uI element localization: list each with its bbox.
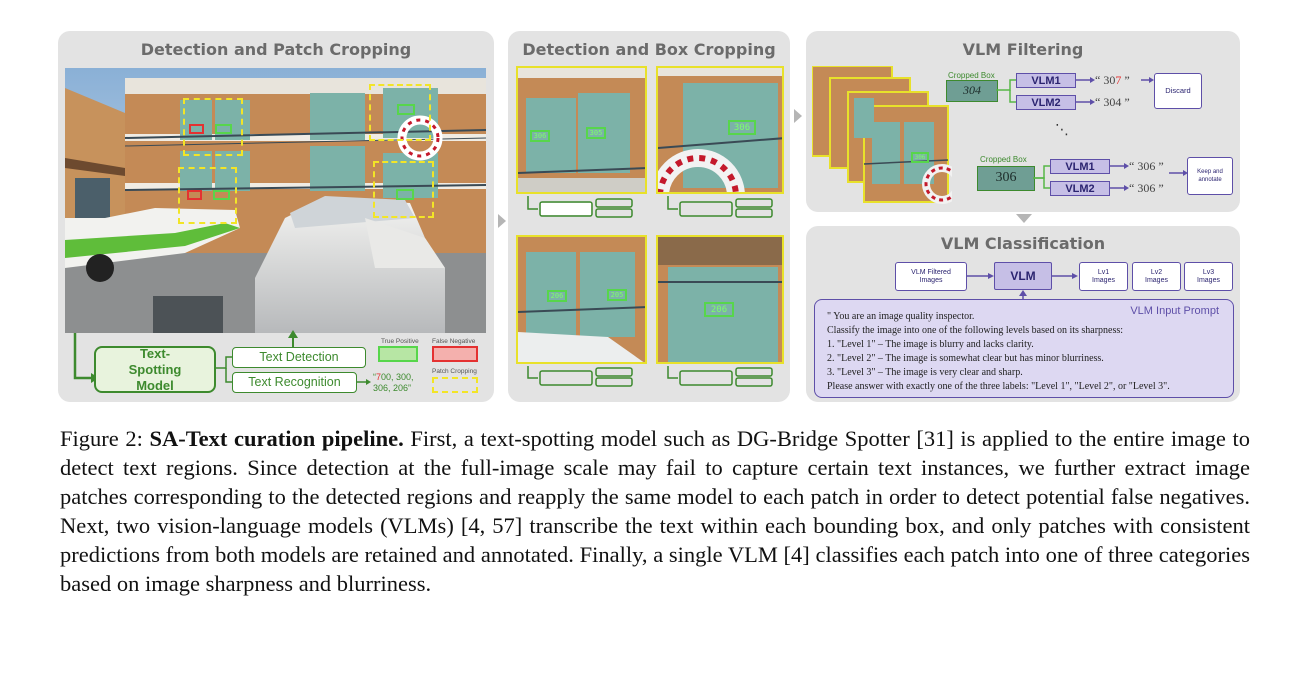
patch-crop-illustration	[658, 68, 784, 194]
prediction-text: “ 30	[1095, 73, 1115, 87]
patch-crop-image	[516, 235, 647, 364]
prompt-line: 3. "Level 3" – The image is very clear a…	[827, 366, 1221, 380]
panel-title: VLM Classification	[806, 234, 1240, 253]
vlm2-prediction: “ 306 ”	[1129, 181, 1164, 196]
crop-text-box: 206	[704, 302, 734, 317]
crop-text-box: 205	[607, 289, 627, 301]
text-recognition-box: Text Recognition	[232, 372, 357, 393]
true-positive-box	[215, 124, 232, 134]
legend-true-positive-label: True Positive	[381, 338, 419, 345]
text-spotting-model: Text-Spotting Model	[94, 346, 216, 393]
vlm2-box: VLM2	[1050, 181, 1110, 196]
legend-patch-cropping-label: Patch Cropping	[432, 368, 477, 375]
patch-crop-illustration	[518, 237, 647, 364]
p4-connectors	[806, 255, 1240, 300]
crop-text-box: 206	[547, 290, 567, 302]
panel-title: VLM Filtering	[806, 40, 1240, 59]
false-negative-box	[189, 124, 204, 134]
prompt-line: 1. "Level 1" – The image is blurry and l…	[827, 338, 1221, 352]
crop-text-box: 306	[728, 120, 756, 135]
arrow-down-icon	[1014, 212, 1034, 225]
true-positive-box	[397, 104, 415, 115]
p2-mini-flows	[508, 194, 790, 234]
text-detection-box: Text Detection	[232, 347, 366, 368]
result-text: 00, 300,	[381, 372, 414, 382]
panel-title: Detection and Box Cropping	[508, 40, 790, 59]
result-text-line2: 306, 206”	[373, 383, 411, 393]
patch-crop-image	[656, 235, 784, 364]
vlm1-prediction: “ 307 ”	[1095, 73, 1130, 88]
vlm1-prediction: “ 306 ”	[1129, 159, 1164, 174]
text-detection-label: Text Detection	[259, 350, 338, 364]
patch-crop-image	[656, 66, 784, 194]
prompt-line: Classify the image into one of the follo…	[827, 324, 1221, 338]
crop-text-box: 305	[586, 127, 606, 139]
prompt-line: 2. "Level 2" – The image is somewhat cle…	[827, 352, 1221, 366]
vlm-input-prompt: VLM Input Prompt " You are an image qual…	[814, 299, 1234, 398]
vlm2-prediction: “ 304 ”	[1095, 95, 1130, 110]
patch-crop-illustration	[658, 237, 784, 364]
text-recognition-label: Text Recognition	[248, 375, 340, 389]
true-positive-box	[396, 189, 414, 200]
keep-annotate-box: Keep and annotate	[1187, 157, 1233, 195]
recognition-result: “700, 300, 306, 206”	[373, 372, 414, 394]
legend-true-positive-swatch	[378, 346, 418, 362]
arrow-right-icon	[496, 212, 508, 230]
vlm1-box: VLM1	[1050, 159, 1110, 174]
caption-body: First, a text-spotting model such as DG-…	[60, 426, 1250, 596]
legend-patch-cropping-swatch	[432, 377, 478, 393]
prediction-text: ”	[1121, 73, 1129, 87]
text-spotting-model-label: Text-Spotting Model	[115, 346, 195, 394]
caption-label: Figure 2:	[60, 426, 149, 451]
true-positive-box	[213, 190, 230, 200]
crop-text-box: 306	[530, 130, 550, 142]
figure-caption: Figure 2: SA-Text curation pipeline. Fir…	[60, 424, 1250, 598]
ellipsis-dots: ⋱	[1055, 122, 1069, 138]
discard-box: Discard	[1154, 73, 1202, 109]
caption-bold-title: SA-Text curation pipeline.	[149, 426, 403, 451]
legend-false-negative-label: False Negative	[432, 338, 475, 345]
false-negative-box	[187, 190, 202, 200]
p2-mini-flows	[508, 364, 790, 400]
prompt-title: VLM Input Prompt	[1130, 305, 1219, 317]
panel-title: Detection and Patch Cropping	[58, 40, 494, 59]
vlm2-box: VLM2	[1016, 95, 1076, 110]
vlm1-box: VLM1	[1016, 73, 1076, 88]
prompt-line: Please answer with exactly one of the th…	[827, 380, 1221, 394]
legend-false-negative-swatch	[432, 346, 478, 362]
arrow-right-icon	[792, 107, 804, 125]
